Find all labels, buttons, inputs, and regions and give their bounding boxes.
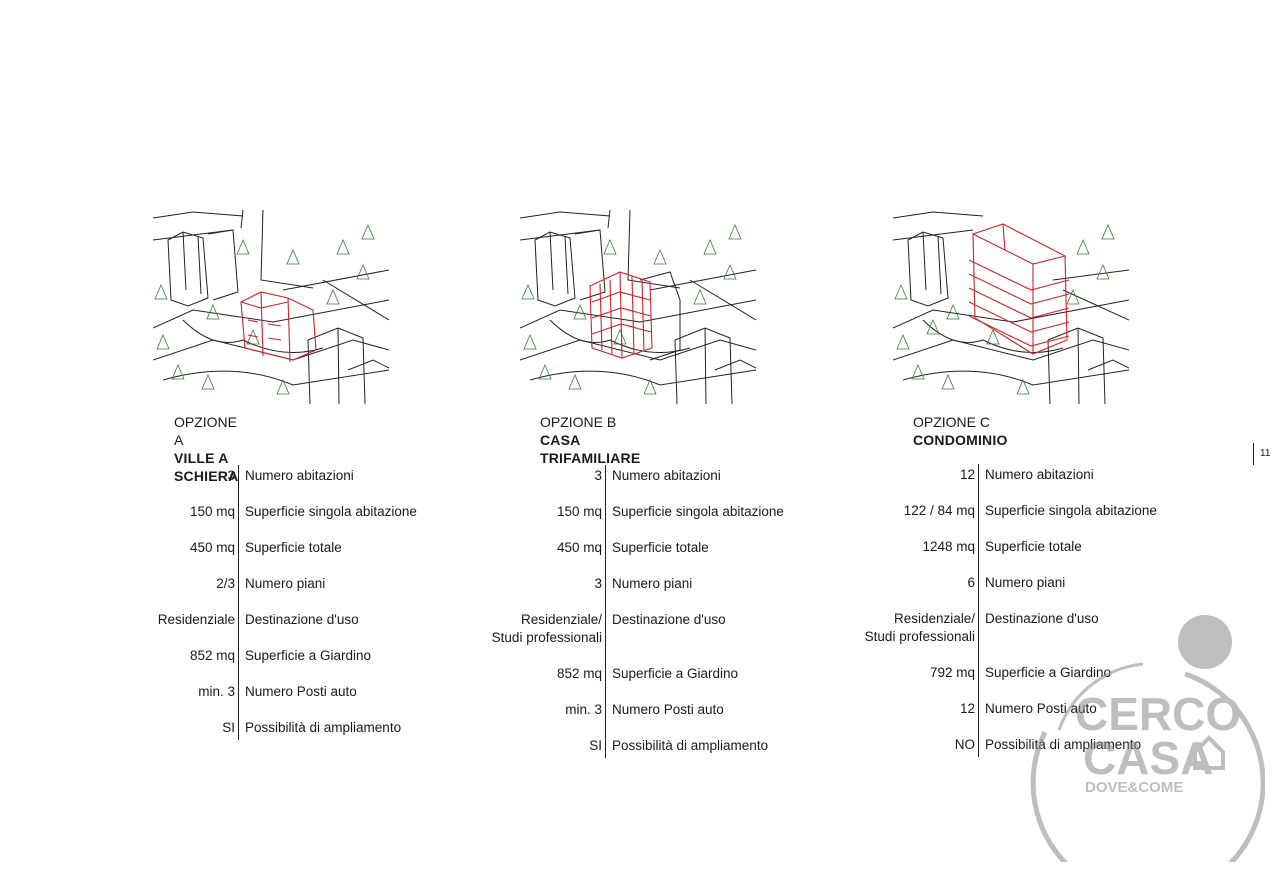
option-label: OPZIONE A: [174, 414, 238, 448]
watermark-line2: CASA: [1083, 732, 1213, 784]
option-title: VILLE A SCHIERA: [174, 450, 239, 484]
option-title: CONDOMINIO: [913, 432, 1008, 448]
cerco-casa-watermark-logo: CERCO CASA DOVE&COME: [1025, 612, 1266, 874]
watermark-line3: DOVE&COME: [1085, 779, 1183, 796]
specs-divider: [605, 465, 606, 758]
site-axonometric-drawing: [893, 211, 1129, 404]
option-title: CASA TRIFAMILIARE: [540, 432, 641, 466]
option-b-heading: OPZIONE B CASA TRIFAMILIARE: [540, 413, 640, 467]
option-label: OPZIONE C: [913, 414, 991, 430]
specs-divider: [978, 464, 979, 757]
option-a-illustration: [153, 210, 389, 404]
site-axonometric-drawing: [520, 210, 756, 404]
page-number: 11: [1253, 443, 1270, 465]
option-a-heading: OPZIONE A VILLE A SCHIERA: [174, 413, 238, 485]
option-label: OPZIONE B: [540, 414, 617, 430]
option-c-illustration: [893, 210, 1129, 404]
option-b-illustration: [520, 210, 756, 404]
watermark-line1: CERCO: [1075, 688, 1241, 740]
option-c-heading: OPZIONE C CONDOMINIO: [913, 413, 1008, 449]
watermark-icon: CERCO CASA DOVE&COME: [1030, 615, 1266, 874]
site-axonometric-drawing: [153, 210, 389, 404]
specs-divider: [238, 465, 239, 740]
